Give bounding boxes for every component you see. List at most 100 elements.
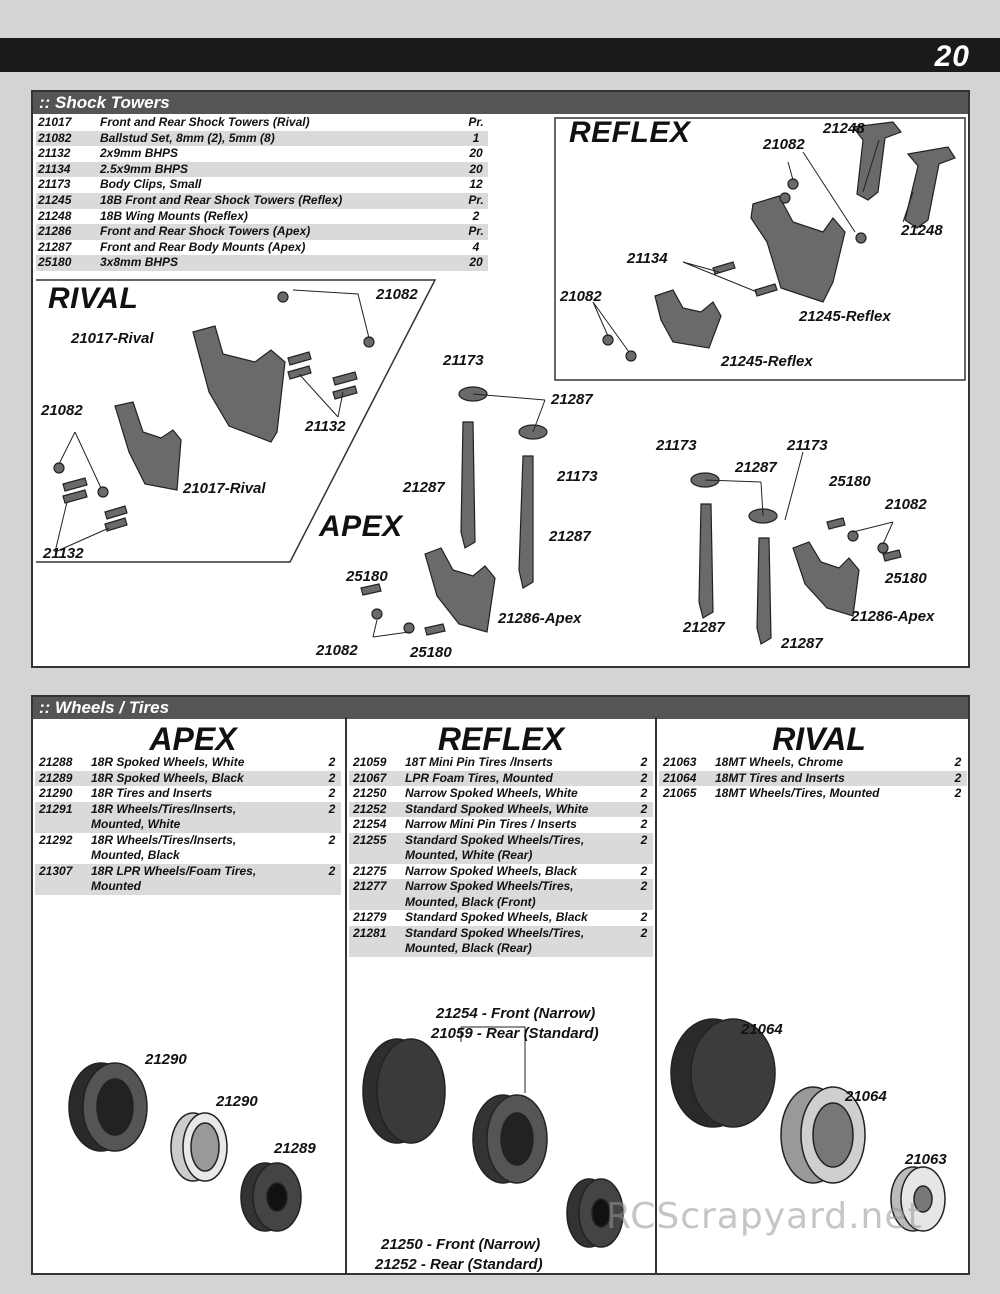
page-header-bar	[0, 38, 1000, 72]
ballstud-shape	[779, 192, 791, 204]
part-description: Front and Rear Body Mounts (Apex)	[100, 239, 306, 254]
part-quantity: 2	[640, 817, 648, 831]
rival-wheel-hub-shape	[913, 1185, 933, 1213]
page-number: 20	[934, 40, 970, 73]
part-number: 21279	[353, 910, 387, 924]
reflex-wheel-label: 21059 - Rear (Standard)	[431, 1025, 599, 1042]
part-number: 21059	[353, 755, 387, 769]
part-quantity: Pr.	[468, 115, 484, 129]
reflex-label: 21082	[560, 288, 602, 305]
apex-label: 25180	[410, 644, 452, 661]
rival-insert-hole-shape	[812, 1102, 854, 1168]
ballstud-shape	[602, 334, 614, 346]
leader-lines	[54, 139, 914, 638]
part-quantity: 1	[472, 130, 480, 145]
ballstud-shape	[787, 178, 799, 190]
rival-label: 21017-Rival	[183, 480, 266, 497]
wing-mount-shape	[851, 121, 902, 201]
screw-shape	[754, 283, 778, 297]
part-quantity: 4	[472, 239, 480, 254]
apex-insert-hole-shape	[190, 1122, 220, 1172]
part-quantity: 2	[640, 801, 648, 816]
apex-heading: APEX	[319, 510, 403, 543]
apex-label: 21286-Apex	[498, 610, 582, 627]
part-number: 25180	[38, 255, 72, 270]
shock-towers-header: :: Shock Towers	[33, 92, 968, 114]
part-quantity: 2	[328, 832, 336, 847]
part-description: 2x9mm BHPS	[100, 146, 179, 161]
ballstud-shape	[877, 542, 889, 554]
part-description: Standard Spoked Wheels, Black	[405, 910, 588, 924]
part-quantity: 2	[954, 786, 962, 800]
part-number: 21245	[38, 192, 72, 207]
screw-shape	[882, 549, 902, 562]
part-quantity: 2	[328, 863, 336, 878]
part-number: 21281	[353, 925, 387, 940]
part-number: 21132	[38, 146, 71, 161]
apex-label: 25180	[346, 568, 388, 585]
shock-towers-title: :: Shock Towers	[39, 93, 170, 112]
part-number: 21286	[38, 224, 72, 239]
screw-shape	[360, 583, 382, 596]
apex-label: 21173	[557, 468, 598, 485]
rival-label: 21082	[41, 402, 83, 419]
part-quantity: 2	[328, 770, 336, 785]
reflex-front-tower-shape	[654, 289, 722, 349]
screw-shape	[287, 365, 312, 380]
apex-column-title: APEX	[149, 721, 237, 757]
reflex-wheel-label: 21250 - Front (Narrow)	[381, 1236, 541, 1253]
part-description: Standard Spoked Wheels/Tires, Mounted, W…	[405, 832, 585, 863]
part-quantity: 2	[954, 755, 962, 769]
part-number: 21250	[353, 786, 387, 800]
apex-label: 21287	[549, 528, 591, 545]
part-quantity: Pr.	[468, 192, 484, 207]
rival-wheel-label: 21064	[845, 1088, 887, 1105]
wheels-tires-panel: :: Wheels / Tires APEX REFLEX RIVAL 2128…	[31, 695, 970, 1275]
part-description: Front and Rear Shock Towers (Rival)	[100, 115, 310, 129]
right-group-label: 21287	[781, 635, 823, 652]
reflex-label: 21248	[823, 120, 865, 137]
part-number: 21277	[353, 879, 387, 893]
right-group-label: 25180	[885, 570, 927, 587]
rival-wheel-label: 21063	[905, 1151, 947, 1168]
part-description: Narrow Spoked Wheels, White	[405, 786, 578, 800]
part-quantity: 2	[328, 786, 336, 800]
rival-tire-shape	[690, 1018, 776, 1128]
part-description: Narrow Spoked Wheels, Black	[405, 863, 578, 878]
reflex-label: 21248	[901, 222, 943, 239]
part-description: 18R Wheels/Tires/Inserts, Mounted, Black	[91, 832, 237, 863]
reflex-label: 21082	[763, 136, 805, 153]
part-description: 18R Spoked Wheels, White	[91, 755, 245, 769]
part-number: 21134	[38, 161, 71, 176]
part-number: 21248	[38, 208, 72, 223]
rival-heading: RIVAL	[48, 282, 139, 315]
part-quantity: 2	[640, 863, 648, 878]
reflex-label: 21245-Reflex	[799, 308, 891, 325]
apex-wheel-label: 21290	[145, 1051, 187, 1068]
part-quantity: 2	[640, 755, 648, 769]
rival-rear-tower-shape	[192, 325, 286, 443]
screw-shape	[826, 517, 846, 530]
part-number: 21067	[353, 770, 387, 785]
apex-tire-hole-shape	[96, 1078, 134, 1136]
apex-body-mount-shape	[460, 421, 476, 549]
part-description: 18R Spoked Wheels, Black	[91, 770, 244, 785]
part-description: LPR Foam Tires, Mounted	[405, 770, 553, 785]
